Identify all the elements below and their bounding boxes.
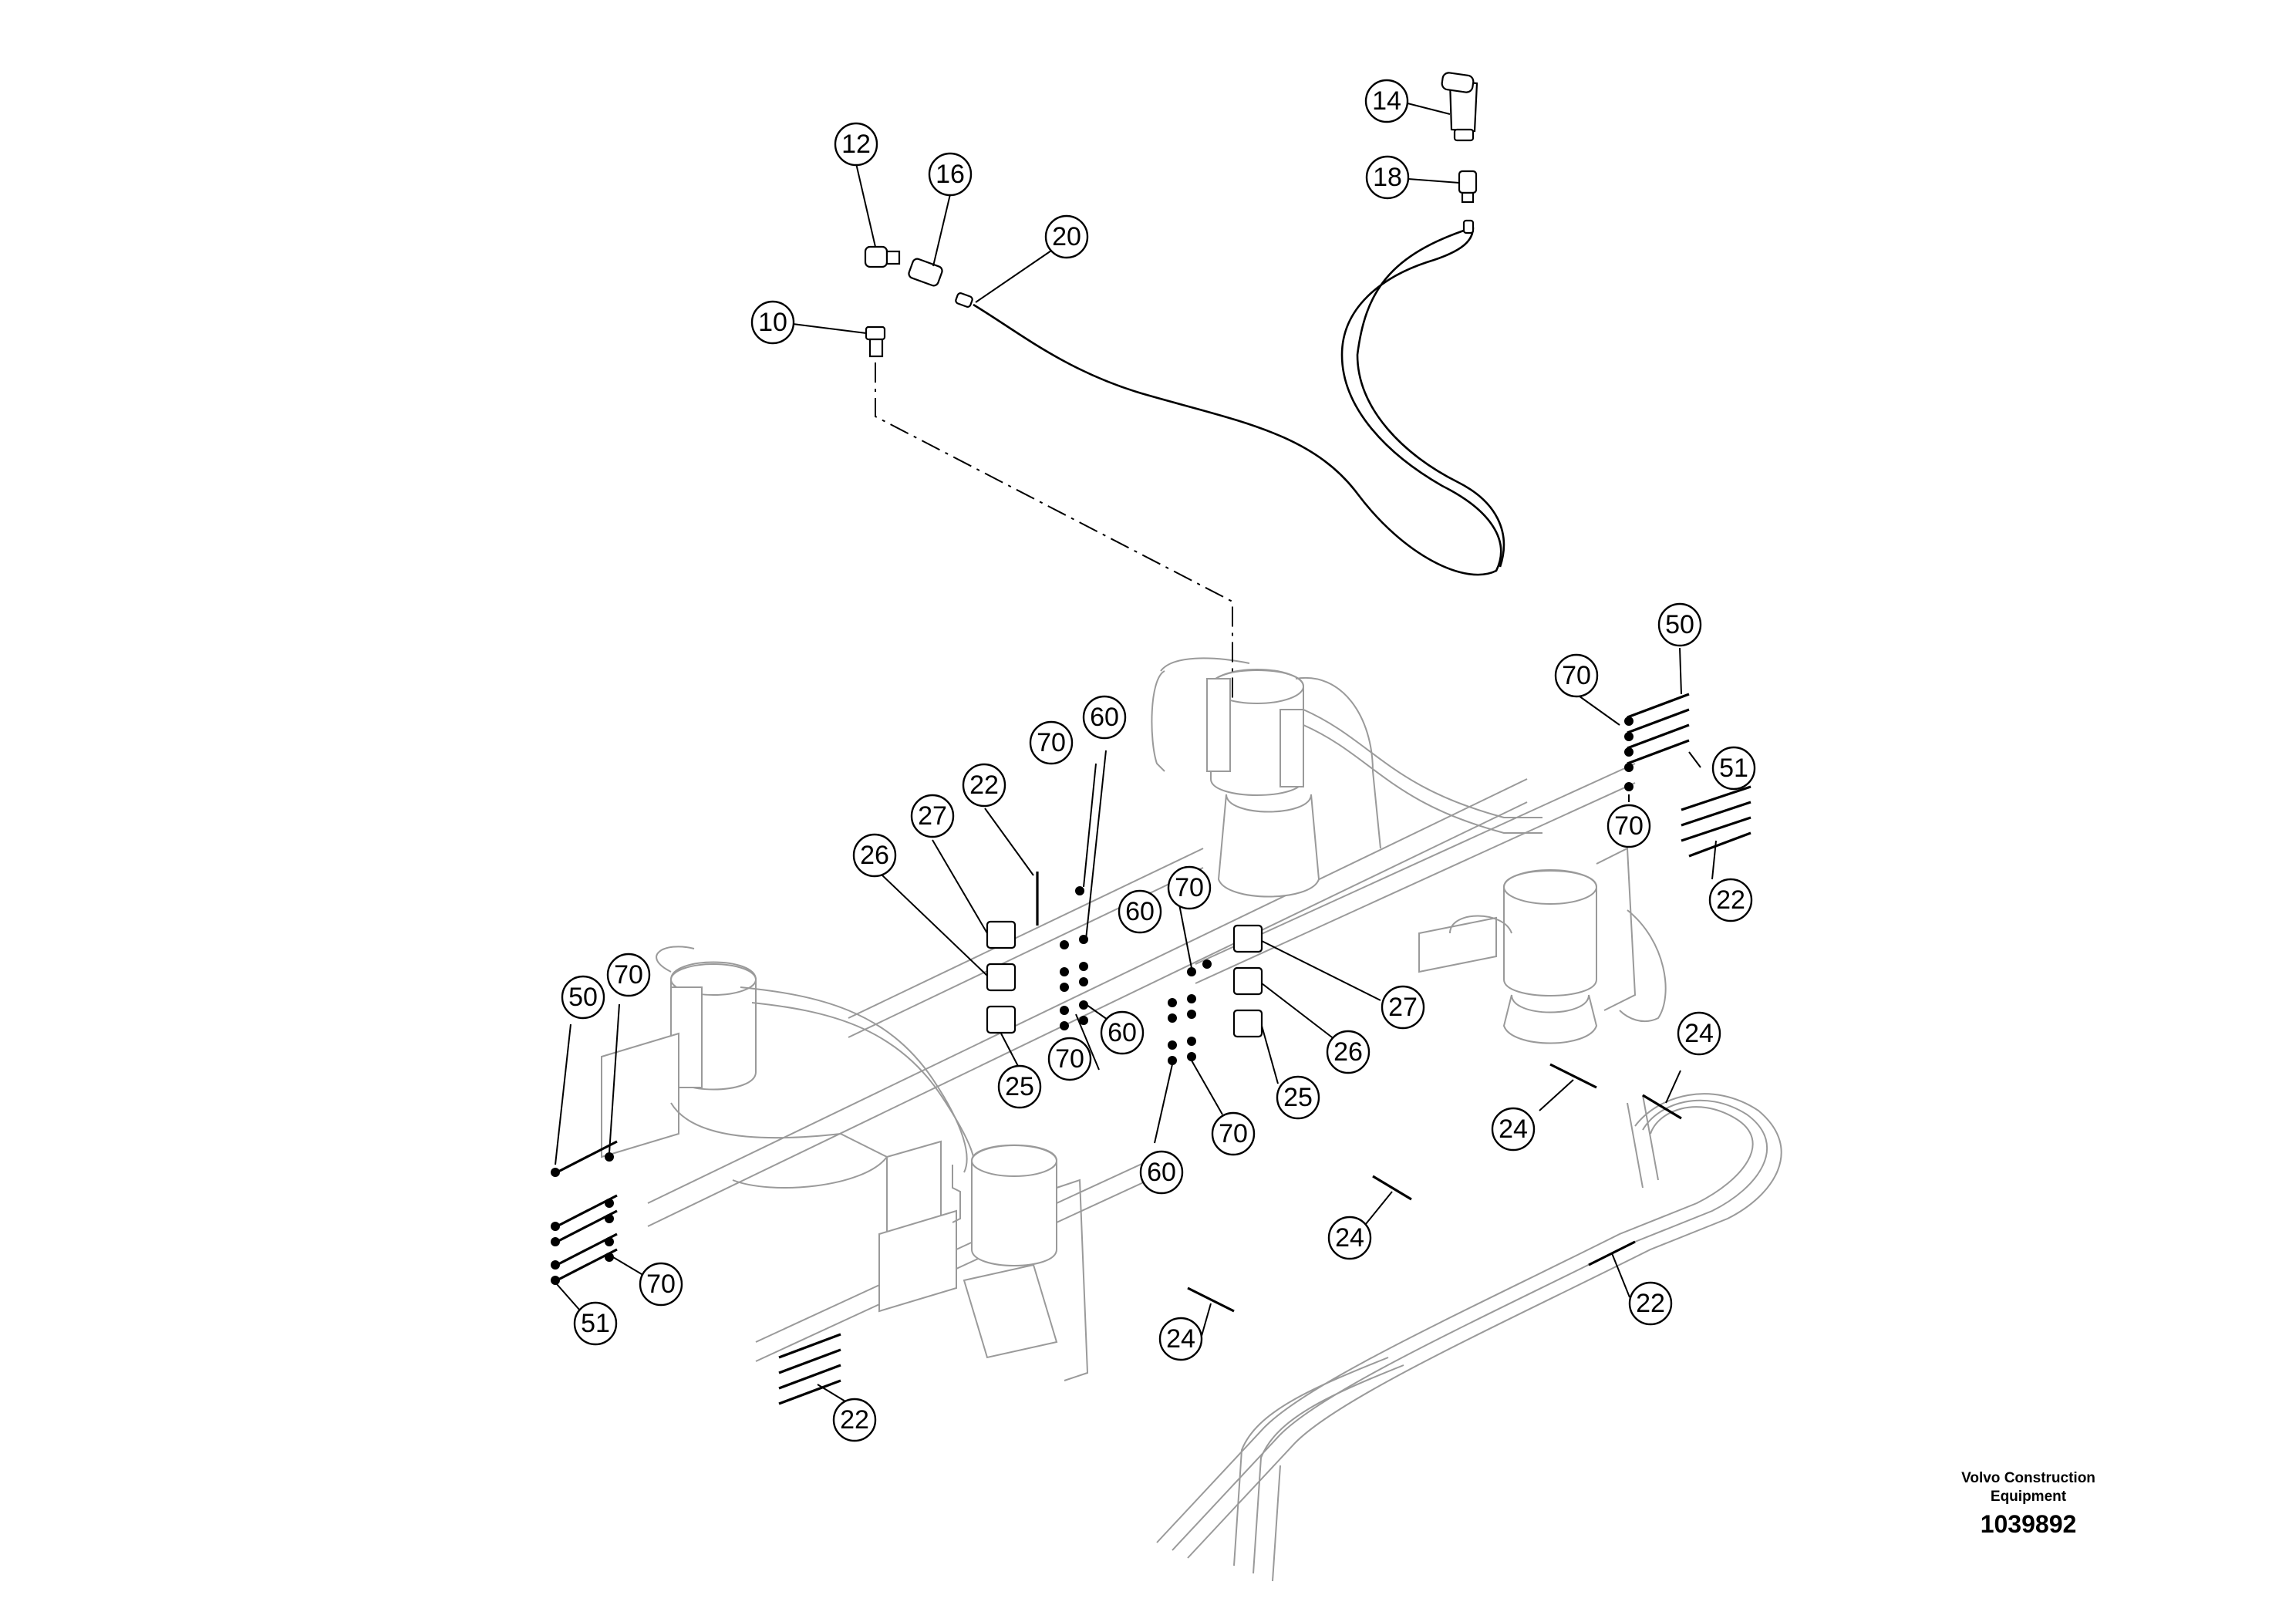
callout-22: 22 [1708, 878, 1753, 922]
callout-60: 60 [1082, 695, 1127, 740]
callout-70: 70 [1211, 1111, 1256, 1156]
callout-label: 24 [1335, 1223, 1364, 1253]
callout-24: 24 [1158, 1317, 1203, 1361]
callout-label: 70 [614, 960, 643, 990]
fitting-part-18 [1458, 170, 1478, 234]
callout-label: 22 [1636, 1289, 1665, 1318]
callout-label: 12 [841, 130, 871, 159]
callout-label: 27 [1388, 993, 1418, 1022]
callout-label: 14 [1372, 86, 1401, 116]
nipple-part-10 [865, 325, 886, 358]
callout-70: 70 [1029, 720, 1074, 765]
callout-label: 60 [1108, 1018, 1137, 1047]
drawing-number: 1039892 [1980, 1510, 2077, 1538]
callout-label: 60 [1090, 703, 1119, 732]
pressure-sensor-part-14 [1441, 72, 1478, 142]
manufacturer-label: Volvo Construction Equipment [1944, 1469, 2113, 1506]
callout-24: 24 [1491, 1107, 1536, 1152]
callout-22: 22 [832, 1398, 877, 1442]
callout-70: 70 [639, 1262, 683, 1307]
callout-51: 51 [573, 1301, 618, 1346]
adapter-part-16 [908, 258, 943, 287]
callout-25: 25 [997, 1064, 1042, 1109]
callout-70: 70 [1047, 1037, 1092, 1081]
callout-label: 25 [1005, 1072, 1034, 1101]
manufacturer-name-line2: Equipment [1990, 1489, 2067, 1505]
leader-lines [555, 103, 1717, 1407]
callout-26: 26 [852, 833, 897, 878]
callout-18: 18 [1365, 155, 1410, 200]
callout-70: 70 [1554, 653, 1599, 698]
callout-60: 60 [1100, 1010, 1145, 1055]
callout-20: 20 [1044, 214, 1089, 259]
callout-25: 25 [1276, 1075, 1320, 1120]
callout-24: 24 [1327, 1216, 1372, 1260]
hose-part-20 [955, 226, 1505, 576]
callout-label: 22 [840, 1405, 869, 1435]
hardware [551, 693, 1752, 1405]
elbow-part-12 [864, 245, 901, 268]
callout-60: 60 [1139, 1150, 1184, 1195]
callout-label: 22 [969, 771, 999, 800]
callout-label: 24 [1166, 1324, 1195, 1354]
callout-70: 70 [606, 953, 651, 997]
callout-label: 50 [1665, 610, 1694, 639]
callout-27: 27 [910, 794, 955, 838]
callout-label: 60 [1147, 1158, 1176, 1187]
callout-14: 14 [1364, 79, 1409, 123]
callout-label: 18 [1373, 163, 1402, 192]
callout-label: 27 [918, 801, 947, 831]
callout-label: 51 [1719, 754, 1748, 783]
callout-label: 26 [860, 841, 889, 870]
callout-22: 22 [1628, 1281, 1673, 1326]
callout-70: 70 [1607, 804, 1651, 848]
callout-label: 70 [1037, 728, 1066, 757]
callout-label: 70 [1219, 1119, 1248, 1148]
callout-12: 12 [834, 122, 878, 167]
callout-label: 51 [581, 1309, 610, 1338]
callout-label: 20 [1052, 222, 1081, 251]
callout-24: 24 [1677, 1011, 1721, 1056]
callout-label: 60 [1125, 897, 1155, 926]
callout-label: 70 [646, 1270, 676, 1299]
frame-phantom-outline [601, 657, 1782, 1582]
callout-50: 50 [561, 975, 605, 1020]
callout-label: 70 [1055, 1044, 1084, 1074]
callout-label: 24 [1684, 1019, 1714, 1048]
callout-10: 10 [750, 300, 795, 345]
callout-60: 60 [1118, 889, 1162, 934]
callout-label: 16 [936, 160, 965, 189]
callout-label: 24 [1499, 1114, 1528, 1144]
callout-26: 26 [1326, 1030, 1371, 1074]
sensor-assembly [864, 72, 1505, 702]
callout-70: 70 [1167, 865, 1212, 910]
manufacturer-name-line1: Volvo Construction [1961, 1470, 2095, 1486]
assembly-centerline [875, 363, 1233, 702]
callout-label: 26 [1333, 1037, 1363, 1067]
callout-27: 27 [1381, 985, 1425, 1030]
callout-label: 70 [1562, 661, 1591, 690]
callout-label: 25 [1283, 1083, 1313, 1112]
callout-22: 22 [962, 763, 1006, 808]
callout-label: 50 [568, 983, 598, 1012]
callout-label: 70 [1614, 811, 1644, 841]
callout-label: 22 [1716, 885, 1745, 915]
callout-50: 50 [1657, 602, 1702, 647]
callout-51: 51 [1711, 746, 1756, 791]
callout-16: 16 [928, 152, 973, 197]
callout-label: 70 [1175, 873, 1204, 902]
callout-label: 10 [758, 308, 787, 337]
